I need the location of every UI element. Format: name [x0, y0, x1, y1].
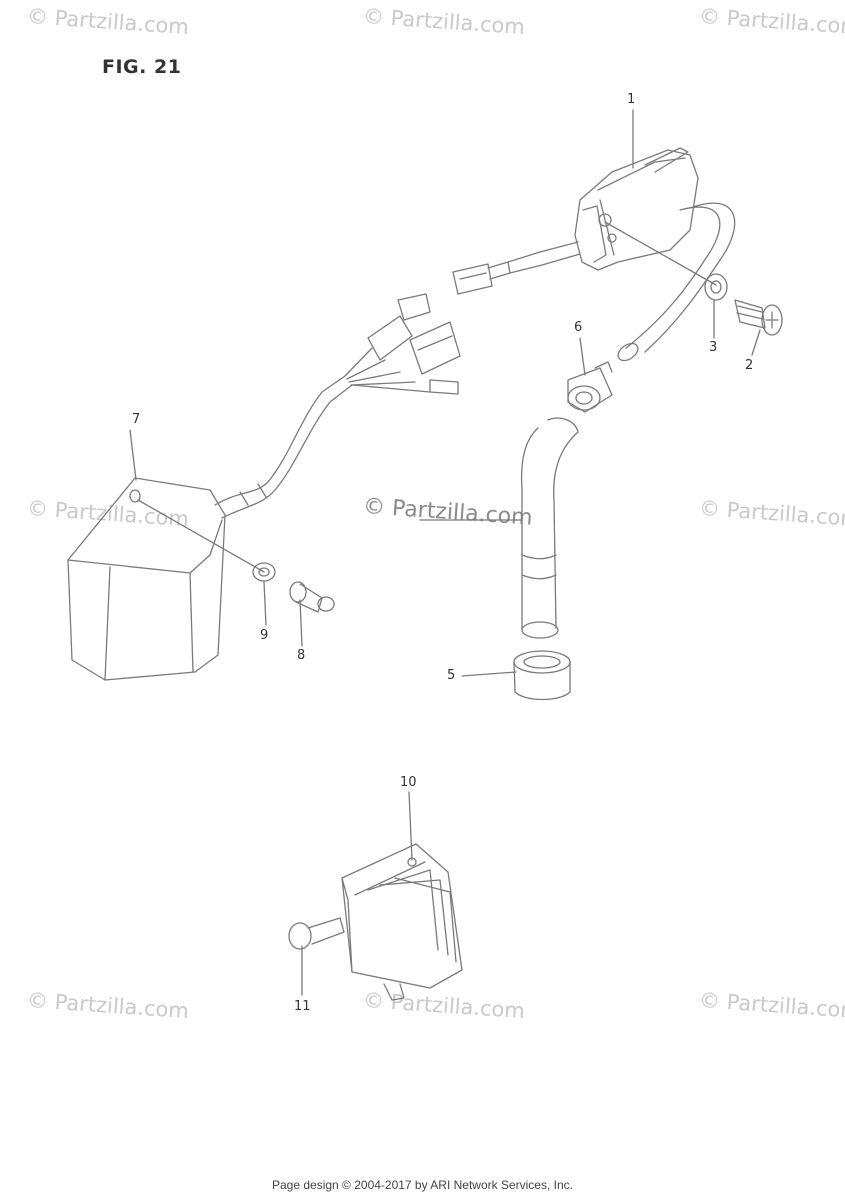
callout-3: 3	[709, 340, 718, 355]
leader-lines	[129, 109, 761, 996]
part-2-screw	[734, 299, 783, 336]
callout-8: 8	[297, 648, 306, 663]
callout-1: 1	[627, 92, 636, 107]
part-7-cdi-unit	[67, 293, 461, 681]
part-1-ignition-coil	[452, 147, 736, 362]
part-6-plug-cap	[567, 361, 613, 413]
part-8-screw	[289, 581, 335, 613]
footer-credit: Page design © 2004-2017 by ARI Network S…	[271, 1178, 573, 1192]
part-4-boot-tube	[520, 417, 579, 639]
callout-5: 5	[447, 668, 456, 683]
callout-2: 2	[745, 358, 754, 373]
callout-11: 11	[294, 999, 311, 1014]
part-11-screw	[288, 917, 345, 950]
part-10-regulator	[341, 843, 463, 1001]
part-9-washer	[252, 562, 276, 582]
callout-10: 10	[400, 775, 417, 790]
figure-label: FIG. 21	[102, 56, 182, 78]
callout-7: 7	[132, 412, 141, 427]
part-3-washer	[704, 273, 728, 301]
callout-9: 9	[260, 628, 269, 643]
part-5-grommet	[513, 650, 571, 701]
callout-6: 6	[574, 320, 583, 335]
